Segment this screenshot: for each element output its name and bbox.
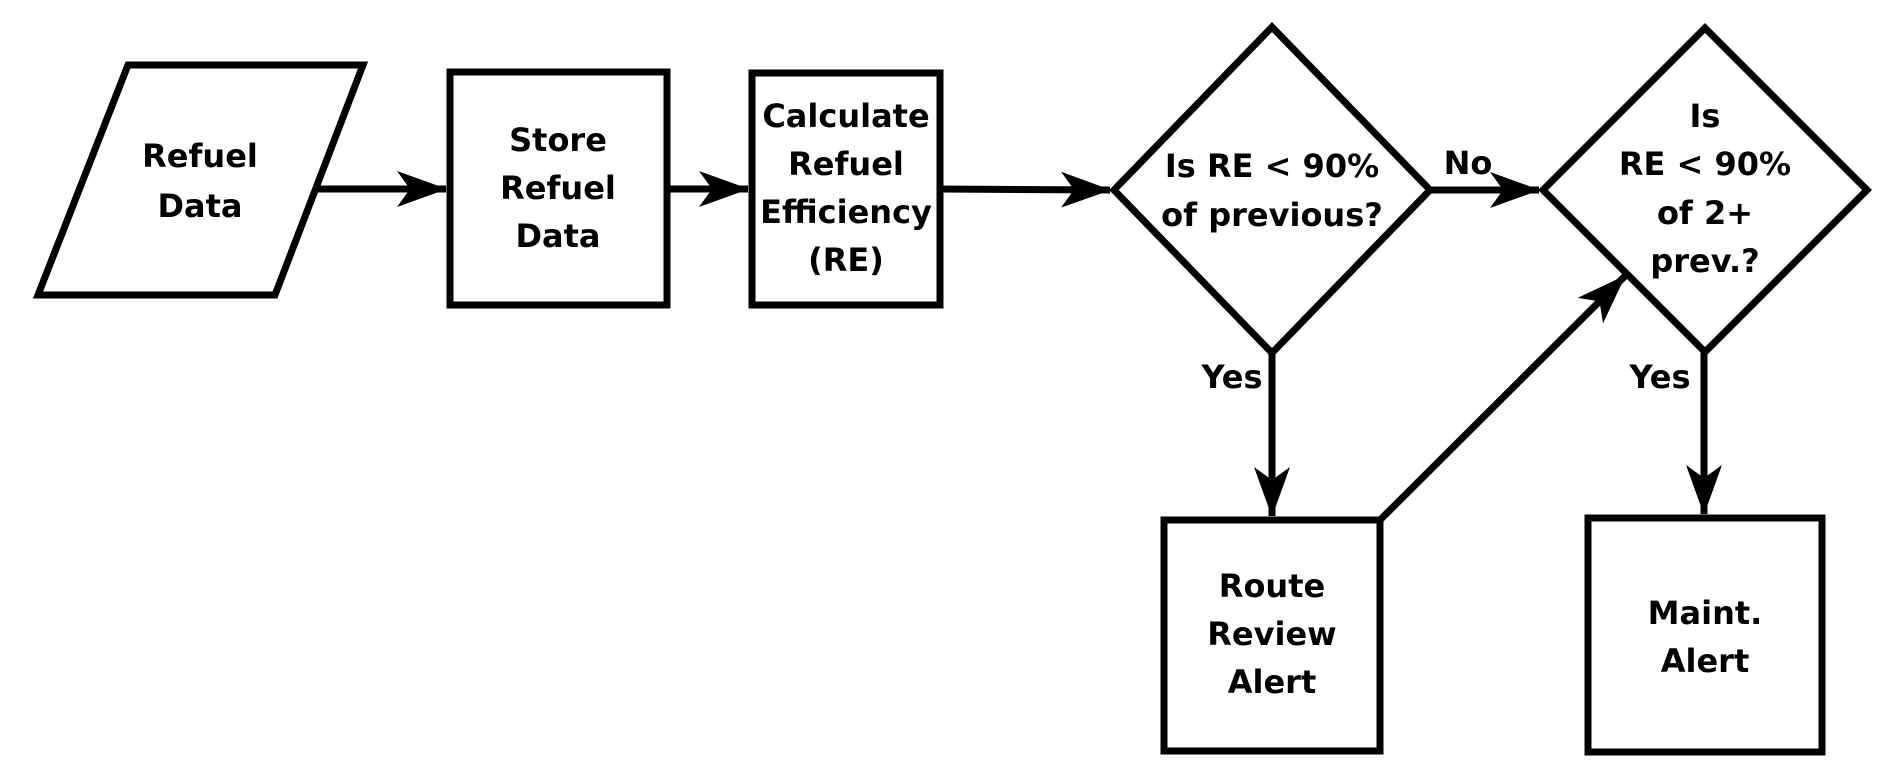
calculate-re-rect [748,69,944,309]
calculate-re-label-line2: Refuel [788,145,904,183]
route-review-alert-rect [1160,516,1384,755]
calculate-re-label-line1: Calculate [762,97,929,135]
maint-alert-label-line1: Maint. [1648,594,1763,632]
edge-labels: No Yes Yes [1201,144,1691,396]
store-refuel-data-rect [446,68,671,309]
node-store-refuel-data: Store Refuel Data [446,68,671,309]
maint-alert-rect [1584,514,1826,756]
edge-label-yes-route: Yes [1201,358,1263,396]
decision2-label-line2: RE < 90% [1619,145,1791,183]
node-route-review-alert: Route Review Alert [1160,516,1384,755]
edge-calculate-to-decision1 [939,171,1111,208]
edge-label-yes-maint: Yes [1629,358,1691,396]
decision1-diamond [1109,21,1435,359]
store-refuel-data-label-line2: Refuel [500,169,616,207]
decision2-label-line3: of 2+ [1657,194,1753,232]
refuel-data-label-line2: Data [157,187,242,225]
route-review-alert-label-line1: Route [1219,567,1325,605]
node-calculate-re: Calculate Refuel Efficiency (RE) [748,69,944,309]
decision1-label-line1: Is RE < 90% [1165,147,1379,185]
edge-label-no: No [1444,144,1493,182]
route-review-alert-label-line2: Review [1207,615,1336,653]
decision2-label-line4: prev.? [1650,242,1759,280]
refuel-data-label-line1: Refuel [142,137,258,175]
edge-route-review-to-decision2 [1377,273,1628,523]
store-refuel-data-label-line3: Data [515,217,600,255]
calculate-re-label-line4: (RE) [808,241,884,279]
node-decision-re-below-90-of-previous: Is RE < 90% of previous? [1109,21,1435,359]
maint-alert-label-line2: Alert [1661,642,1750,680]
edges [314,171,1722,523]
node-refuel-data: Refuel Data [32,61,369,299]
node-maint-alert: Maint. Alert [1584,514,1826,756]
decision2-label-line1: Is [1690,97,1721,135]
store-refuel-data-label-line1: Store [509,121,607,159]
decision2-diamond [1538,23,1872,357]
refuel-data-parallelogram [32,61,369,299]
node-decision-re-below-90-of-2plus-prev: Is RE < 90% of 2+ prev.? [1538,23,1872,357]
decision1-label-line2: of previous? [1161,196,1383,234]
route-review-alert-label-line3: Alert [1228,663,1317,701]
calculate-re-label-line3: Efficiency [760,193,932,231]
